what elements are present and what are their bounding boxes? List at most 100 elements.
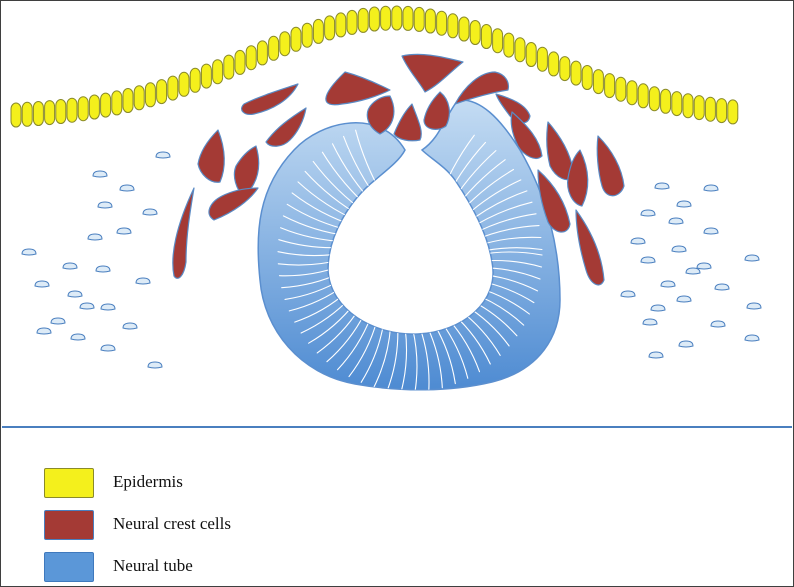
- neural-tube: [257, 99, 561, 391]
- legend-item-neural-tube: Neural tube: [44, 552, 444, 586]
- epidermis-cell: [391, 5, 403, 31]
- mesenchyme-cell: [671, 245, 687, 253]
- mesenchyme-cell: [97, 201, 113, 209]
- epidermis-cell: [559, 56, 571, 82]
- epidermis-cell: [503, 32, 515, 58]
- neural-crest-swatch: [44, 510, 94, 540]
- epidermis-cell: [167, 75, 179, 101]
- epidermis-cell: [189, 67, 201, 93]
- epidermis-cell: [245, 45, 257, 71]
- neural-tube-line: [386, 327, 399, 390]
- epidermis-cell: [44, 100, 56, 126]
- epidermis-cell: [357, 7, 369, 33]
- epidermis-cell: [335, 12, 347, 38]
- neural-crest-cell: [265, 107, 307, 147]
- mesenchyme-cell: [87, 233, 103, 241]
- neural-crest-cell: [197, 129, 225, 183]
- neural-crest-cells: [172, 53, 625, 286]
- mesenchyme-cell: [676, 295, 692, 303]
- epidermis-cell: [671, 91, 683, 117]
- neural-crest-cell: [241, 83, 299, 115]
- epidermis-cell: [648, 86, 660, 112]
- epidermis-cell: [424, 8, 436, 34]
- mesenchyme-cell: [119, 184, 135, 192]
- mesenchyme-cell: [654, 182, 670, 190]
- legend-label: Epidermis: [113, 472, 183, 491]
- epidermis-cell: [525, 42, 537, 67]
- mesenchyme-cell: [642, 318, 658, 326]
- neural-crest-cell: [510, 111, 543, 159]
- neural-crest-cell: [208, 187, 259, 221]
- epidermis-cell: [548, 51, 560, 77]
- mesenchyme-cell: [116, 227, 132, 235]
- epidermis-cell: [100, 92, 112, 118]
- epidermis-cell: [536, 46, 548, 72]
- legend-label: Neural crest cells: [113, 514, 231, 533]
- epidermis-cell: [346, 9, 358, 35]
- mesenchyme-cell: [710, 320, 726, 328]
- epidermis-cell: [458, 16, 470, 42]
- mesenchyme-cell: [746, 302, 762, 310]
- epidermis-cell: [133, 85, 145, 111]
- epidermis-cell: [704, 96, 716, 122]
- mesenchyme-cell: [620, 290, 636, 298]
- mesenchyme-cell: [648, 351, 664, 359]
- epidermis-cell: [223, 54, 235, 80]
- epidermis-cell: [682, 93, 694, 119]
- neural-tube-line: [400, 328, 408, 390]
- epidermis-cell: [402, 5, 414, 31]
- epidermis-cell: [615, 76, 627, 102]
- mesenchyme-cell: [34, 280, 50, 288]
- mesenchyme-cell: [92, 170, 108, 178]
- mesenchyme-cell: [142, 208, 158, 216]
- mesenchyme-cell: [630, 237, 646, 245]
- mesenchyme-cell: [147, 361, 163, 369]
- epidermis-cell: [200, 63, 212, 89]
- epidermis-cell: [324, 15, 336, 41]
- neural-crest-cell: [233, 145, 260, 197]
- neural-tube-line: [373, 325, 392, 388]
- mesenchyme-cell: [696, 262, 712, 270]
- epidermis-cell: [480, 24, 492, 49]
- mesenchyme-cell: [135, 277, 151, 285]
- epidermis-cell: [447, 13, 459, 39]
- mesenchyme-cell: [36, 327, 52, 335]
- mesenchyme-cell: [95, 265, 111, 273]
- neural-crest-cell: [366, 95, 395, 135]
- epidermis-cell: [312, 18, 324, 44]
- epidermis-cell: [581, 65, 593, 90]
- epidermis-cell: [10, 102, 22, 128]
- epidermis-cell: [156, 79, 168, 105]
- epidermis-cell: [144, 82, 156, 108]
- epidermis-cell: [469, 20, 481, 45]
- mesenchyme-cell: [650, 304, 666, 312]
- mesenchyme-cell: [668, 217, 684, 225]
- mesenchyme-cell: [744, 334, 760, 342]
- neural-tube-line: [412, 328, 418, 390]
- epidermis-cell: [122, 88, 134, 113]
- mesenchyme-cell: [79, 302, 95, 310]
- mesenchyme-cell: [50, 317, 66, 325]
- mesenchyme-cell: [70, 333, 86, 341]
- epidermis-cell: [77, 96, 89, 122]
- mesenchyme-cell: [100, 344, 116, 352]
- epidermis-cell: [716, 98, 728, 124]
- mesenchyme-cell: [714, 283, 730, 291]
- epidermis-cell: [268, 35, 280, 61]
- epidermis-cell: [55, 99, 67, 124]
- mesenchyme-cell: [640, 256, 656, 264]
- neural-crest-cell: [393, 103, 422, 142]
- mesenchyme-cell: [660, 280, 676, 288]
- mesenchyme-cells: [21, 151, 762, 369]
- epidermis-swatch: [44, 468, 94, 498]
- epidermis-cell: [436, 10, 448, 36]
- mesenchyme-cell: [678, 340, 694, 348]
- neural-crest-cell: [596, 135, 625, 197]
- legend-label: Neural tube: [113, 556, 193, 575]
- mesenchyme-cell: [100, 303, 116, 311]
- epidermis-cell: [290, 26, 302, 52]
- neural-crest-cell: [567, 149, 589, 207]
- epidermis-cell: [256, 40, 268, 66]
- epidermis-cell: [368, 6, 380, 32]
